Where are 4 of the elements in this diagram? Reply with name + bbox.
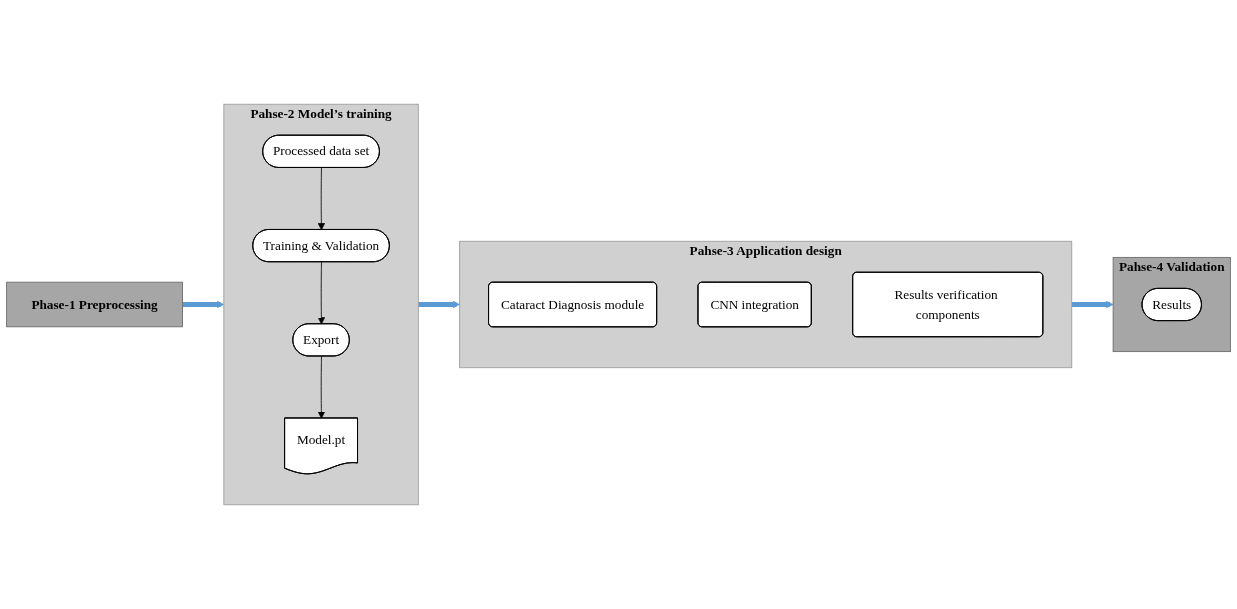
arrow — [182, 300, 225, 309]
node-box: Phase-1 Preprocessing — [6, 281, 183, 328]
arrow — [1071, 300, 1114, 309]
arrow — [418, 300, 460, 309]
